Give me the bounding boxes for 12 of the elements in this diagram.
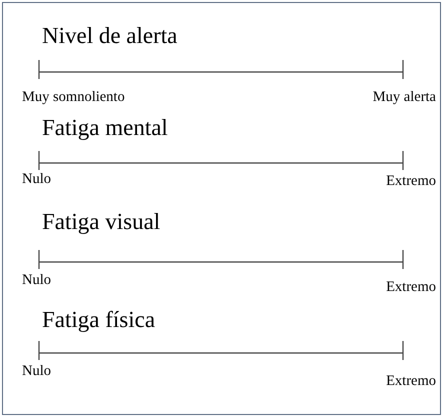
- scale-end-label: Extremo: [386, 374, 436, 388]
- scale-heading: Nivel de alerta: [42, 24, 178, 47]
- scale-end-label: Nulo: [22, 172, 51, 186]
- scale-end-label: Nulo: [22, 273, 51, 288]
- scale-end-label: Nulo: [22, 364, 51, 378]
- scale-heading: Fatiga física: [42, 308, 156, 331]
- scale-end-label: Extremo: [386, 280, 436, 294]
- scale-end-label: Muy somnoliento: [22, 90, 125, 104]
- scale-heading: Fatiga visual: [42, 210, 160, 233]
- scale-end-label: Extremo: [386, 174, 436, 188]
- scale-heading: Fatiga mental: [42, 116, 168, 139]
- scale-end-label: Muy alerta: [372, 90, 436, 104]
